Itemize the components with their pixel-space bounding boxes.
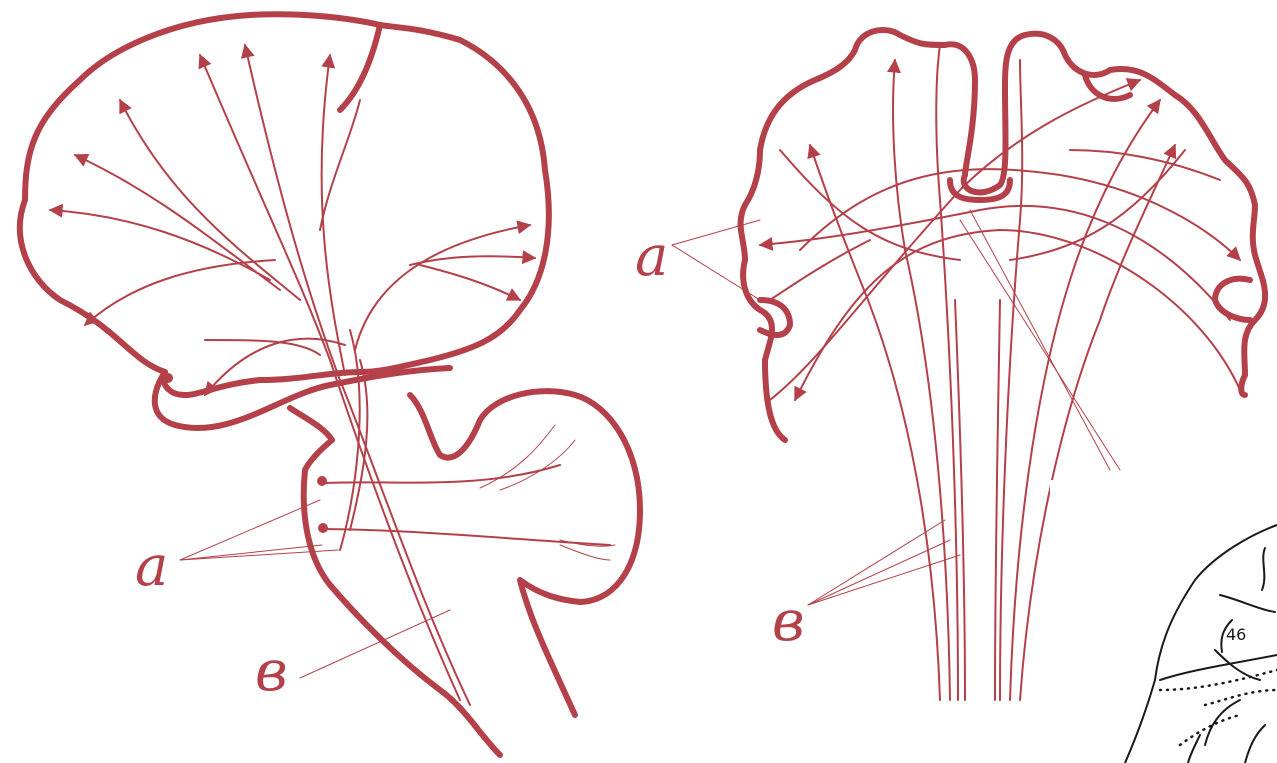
left-fiber	[200, 55, 460, 700]
right-pointer-v	[808, 555, 960, 605]
inset-map: 46	[1050, 480, 1277, 763]
right-cortex-outline	[741, 30, 1266, 440]
left-fiber	[50, 210, 270, 280]
inset-background	[1050, 480, 1277, 763]
left-fiber	[500, 440, 575, 490]
left-fiber	[325, 529, 610, 545]
right-pointer-v	[808, 540, 950, 605]
left-fiber	[322, 55, 345, 375]
left-label-a: a	[135, 534, 168, 599]
left-fiber	[320, 100, 360, 230]
right-fiber	[955, 300, 965, 700]
right-pointer-v	[808, 520, 945, 605]
left-pointer-v	[300, 610, 450, 678]
left-fiber	[120, 100, 300, 300]
right-fiber	[995, 300, 1000, 700]
left-diagram: a в	[20, 14, 640, 755]
left-fiber	[560, 545, 610, 560]
left-fiber	[85, 260, 275, 325]
right-fiber	[893, 60, 950, 700]
left-nucleus-top	[317, 476, 327, 486]
right-fold	[760, 300, 790, 335]
right-pointer-a	[672, 220, 760, 245]
left-nucleus-bottom	[318, 523, 328, 533]
left-nucleus-base	[163, 373, 173, 383]
right-fold	[1215, 279, 1250, 320]
right-fine-line	[960, 220, 1120, 470]
inset-area-number: 46	[1226, 625, 1246, 644]
left-fiber	[75, 155, 280, 290]
left-label-v: в	[255, 639, 288, 704]
right-label-v: в	[772, 589, 805, 654]
right-fiber	[810, 145, 940, 700]
left-fissure-line	[340, 25, 380, 110]
right-label-a: a	[635, 224, 668, 289]
left-fiber	[420, 265, 520, 300]
right-arc	[1070, 150, 1220, 180]
left-pointer-a	[180, 500, 320, 560]
